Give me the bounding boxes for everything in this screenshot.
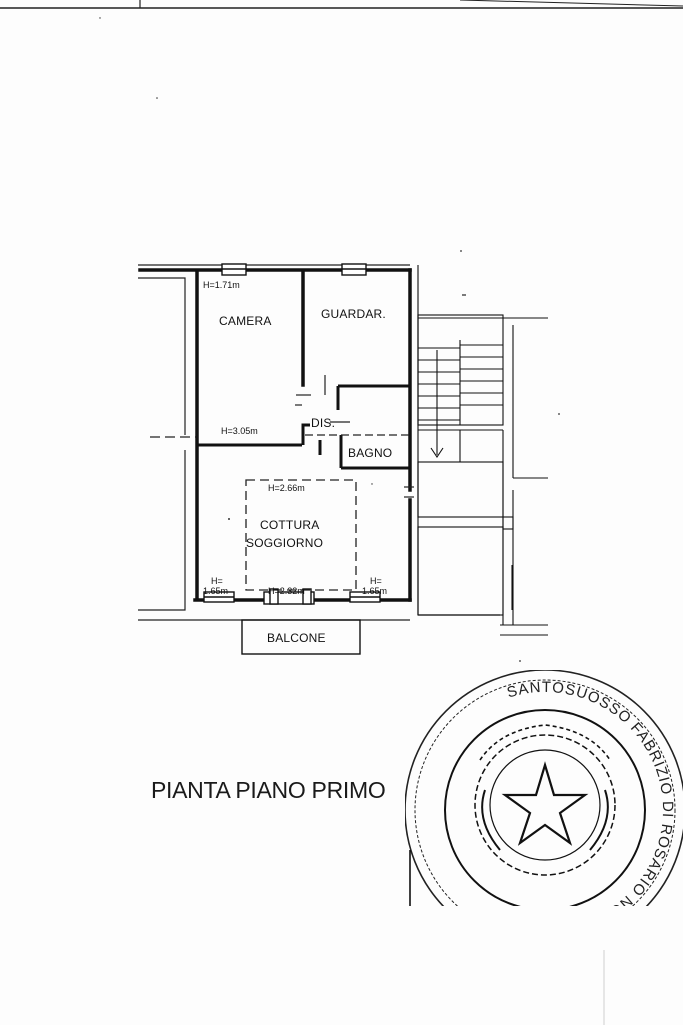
- height-label-camera: H=3.05m: [221, 426, 258, 436]
- height-label-left-top: H=: [211, 576, 223, 586]
- notary-seal: SANTOSUOSSO FABRIZIO DI ROSARIO NOTAIO: [405, 670, 683, 906]
- scan-specks: [99, 17, 560, 662]
- height-label-right-bottom: 1.65m: [362, 586, 387, 596]
- plan-title: PIANTA PIANO PRIMO: [151, 777, 385, 803]
- emblem-star-icon: [474, 724, 616, 876]
- room-label-camera: CAMERA: [219, 314, 272, 328]
- height-label-soggiorno: H=2.66m: [268, 483, 305, 493]
- room-label-balcone: BALCONE: [267, 631, 326, 645]
- door-markings: [150, 375, 414, 498]
- room-label-disimpegno: DIS.: [311, 416, 335, 430]
- room-label-guardaroba: GUARDAR.: [321, 307, 386, 321]
- room-label-bagno: BAGNO: [348, 446, 392, 460]
- windows: [203, 263, 381, 605]
- kitchen-dashed-area: [245, 479, 357, 591]
- room-label-cucina-line2: SOGGIORNO: [246, 536, 323, 550]
- balcony-outline: [241, 619, 361, 655]
- height-label-right-top: H=: [370, 576, 382, 586]
- interior-walls: [198, 384, 410, 470]
- room-label-cucina-line1: COTTURA: [260, 518, 319, 532]
- staircase: [417, 294, 548, 636]
- height-label-center: H=2.32m: [268, 586, 305, 596]
- top-border: [0, 0, 683, 9]
- height-label-left-bottom: 1.65m: [203, 586, 228, 596]
- height-label-top-left: H=1.71m: [203, 280, 240, 290]
